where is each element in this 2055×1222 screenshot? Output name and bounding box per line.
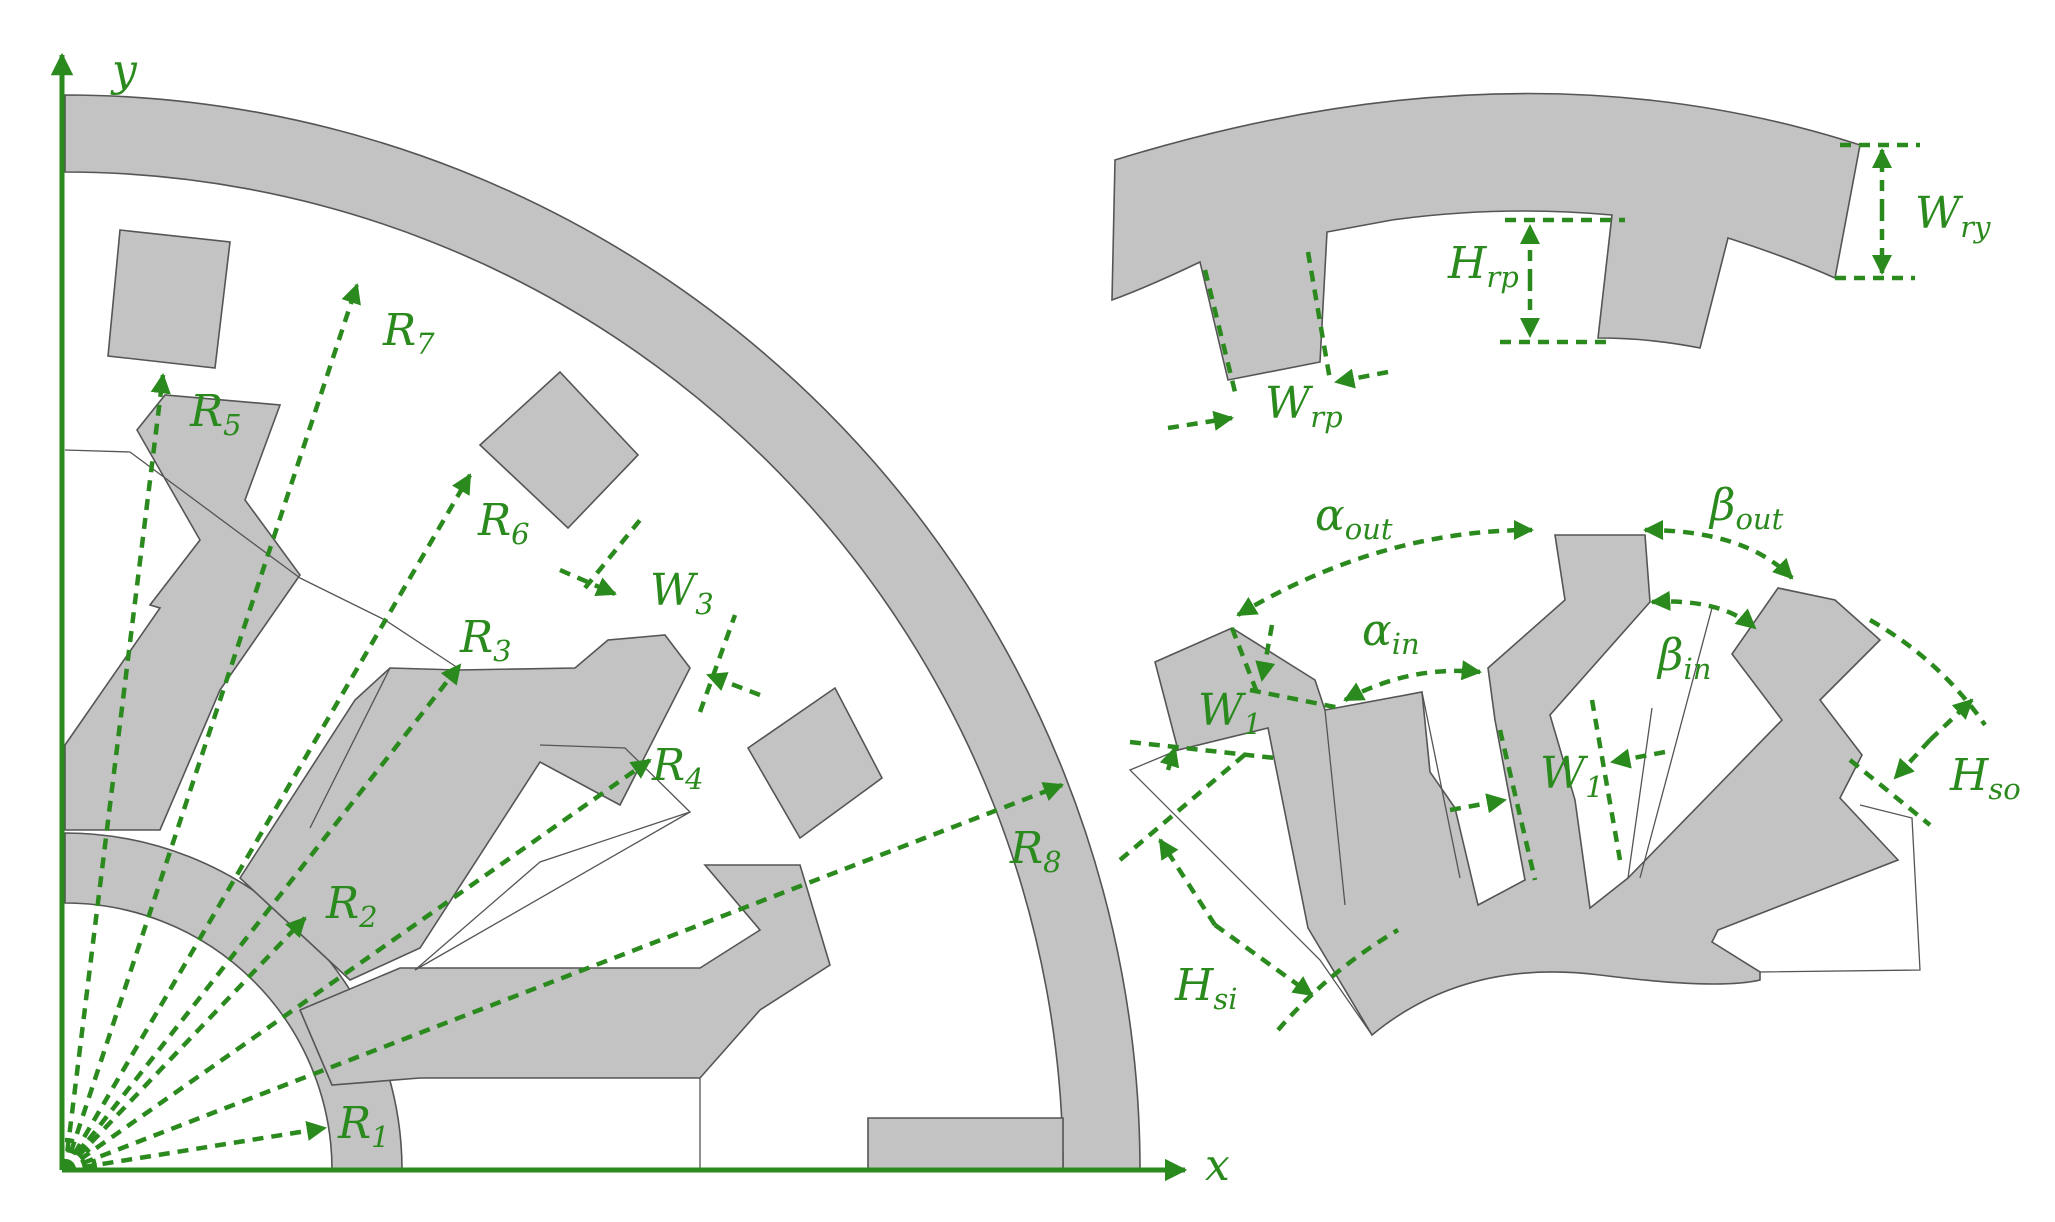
- hsi-ext: [1118, 750, 1250, 862]
- slot-detail: αout βout αin βin W1 W1 Hso Hsi: [1118, 480, 2021, 1037]
- wrp-ext: [1202, 269, 1238, 393]
- hsi-ext-arc: [1276, 928, 1400, 1032]
- rotor-pole: [238, 634, 691, 981]
- stator-tooth: [107, 229, 231, 369]
- hso-arrow: [1893, 738, 1932, 780]
- w1-left-arrow: [1255, 624, 1276, 682]
- label-w1-mid: W1: [1540, 748, 1604, 804]
- wrp-arrow: [1334, 368, 1389, 389]
- flux-barrier-line: [64, 449, 301, 579]
- hso-ext-arc: [1868, 618, 1987, 727]
- label-beta-out: βout: [1708, 480, 1784, 536]
- w3-arrow: [706, 672, 761, 698]
- label-w3: W3: [650, 565, 714, 621]
- w3-dim-line: [697, 614, 738, 713]
- label-wry: Wry: [1915, 188, 1991, 244]
- stator-tooth: [478, 370, 640, 530]
- w1-mid-ext: [1589, 699, 1623, 861]
- w1-mid-arrow: [1610, 748, 1666, 769]
- r3-arrow: [63, 663, 462, 1172]
- radius-arrows: [62, 283, 1064, 1173]
- alpha-in-arc: [1343, 660, 1483, 702]
- slot-outline: [1128, 749, 1373, 1036]
- w3-dim-line: [583, 518, 642, 590]
- origin-arcs: [64, 1137, 98, 1171]
- w1-left-arrow: [1159, 746, 1180, 771]
- beta-in-arc: [1649, 590, 1757, 630]
- r1-arrow: [64, 1120, 327, 1173]
- w1-left-ext: [1229, 627, 1261, 696]
- rotor-yoke-detail: Wry Hrp Wrp: [1111, 92, 1991, 434]
- w1-mid-arrow: [1449, 793, 1507, 814]
- slot-outline: [1639, 607, 1713, 879]
- label-alpha-out: αout: [1315, 490, 1393, 546]
- hsi-arrow: [1158, 838, 1217, 927]
- wrp-ext: [1305, 251, 1333, 381]
- label-w1-left: W1: [1198, 685, 1262, 741]
- hso-arrow: [1928, 698, 1974, 742]
- flux-barrier-line: [309, 667, 391, 829]
- label-beta-in: βin: [1656, 630, 1711, 686]
- w1-mid-ext: [1497, 729, 1538, 881]
- rotor-pole: [64, 394, 301, 831]
- hsi-arrow: [1213, 923, 1314, 997]
- label-r2: R2: [325, 878, 378, 934]
- alpha-out-arc: [1236, 519, 1535, 617]
- slot-outline: [1421, 691, 1461, 879]
- slot-outline: [1627, 707, 1653, 879]
- label-hsi: Hsi: [1174, 960, 1238, 1016]
- label-r6: R6: [477, 495, 530, 551]
- flux-barrier-line: [414, 811, 691, 971]
- quarter-cross-section: x y R1 R2 R3 R4 R5 R6 R7 R8 W3: [50, 45, 1230, 1191]
- y-axis-label: y: [110, 45, 138, 96]
- label-r4: R4: [651, 740, 704, 796]
- w1-left-ext: [1249, 687, 1341, 711]
- label-r5: R5: [189, 386, 242, 442]
- label-r8: R8: [1009, 823, 1062, 879]
- stator-tooth: [867, 1117, 1064, 1171]
- w1-left-ext: [1129, 739, 1276, 761]
- rotor-yoke-segment: [1111, 92, 1861, 381]
- slot-outline: [1324, 709, 1346, 906]
- r6-arrow: [63, 473, 472, 1172]
- label-r1: R1: [337, 1098, 390, 1154]
- hso-ext: [1848, 758, 1932, 827]
- r2-arrow: [63, 916, 307, 1172]
- r8-arrow: [64, 782, 1064, 1173]
- r4-arrow: [63, 758, 652, 1172]
- r5-arrow: [62, 372, 171, 1171]
- label-r7: R7: [382, 305, 435, 361]
- beta-out-arc: [1642, 519, 1794, 580]
- wrp-arrow: [1167, 410, 1235, 431]
- label-alpha-in: αin: [1362, 605, 1420, 661]
- w3-arrow: [559, 567, 617, 597]
- label-hrp: Hrp: [1447, 238, 1519, 294]
- label-wrp: Wrp: [1265, 378, 1343, 434]
- r7-arrow: [62, 283, 361, 1171]
- stator-tooth: [746, 686, 884, 840]
- flux-barrier-line: [299, 577, 459, 669]
- slot-outline: [1759, 804, 1921, 973]
- label-hso: Hso: [1949, 750, 2021, 806]
- label-r3: R3: [459, 612, 512, 668]
- x-axis-label: x: [1205, 1140, 1230, 1191]
